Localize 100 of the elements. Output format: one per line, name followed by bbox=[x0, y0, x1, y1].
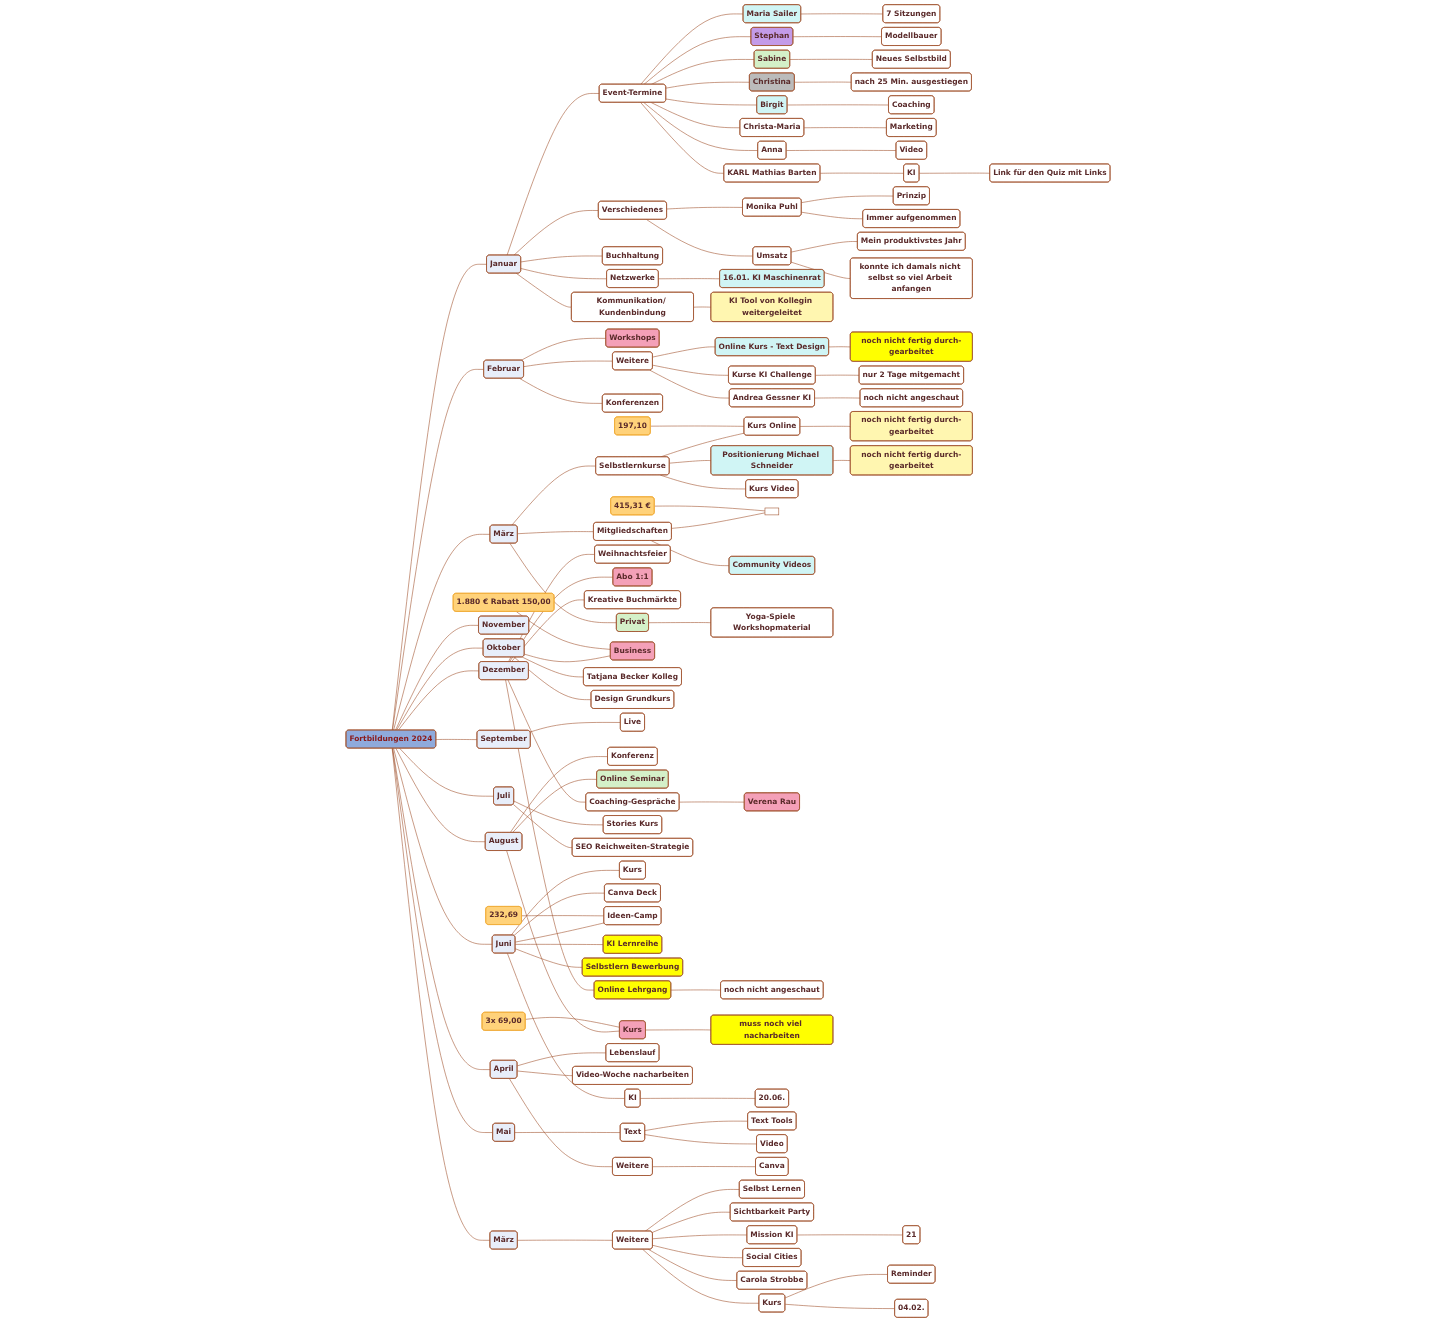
connector bbox=[505, 679, 595, 991]
connector bbox=[520, 268, 608, 280]
connector bbox=[679, 801, 745, 803]
connector bbox=[650, 425, 745, 427]
connector bbox=[523, 360, 613, 367]
connector bbox=[520, 255, 603, 263]
connector bbox=[660, 474, 747, 490]
connector bbox=[820, 172, 905, 174]
node-box bbox=[764, 507, 780, 516]
connector bbox=[396, 647, 484, 731]
connector bbox=[391, 748, 491, 1241]
connector bbox=[666, 207, 744, 210]
connector bbox=[650, 102, 741, 129]
connector bbox=[643, 102, 759, 151]
connector bbox=[509, 543, 617, 623]
connector bbox=[393, 534, 491, 731]
connector bbox=[658, 278, 721, 280]
connector bbox=[399, 748, 495, 797]
connector bbox=[801, 211, 864, 220]
connector bbox=[787, 104, 890, 106]
connector bbox=[506, 93, 600, 256]
connector bbox=[828, 346, 851, 348]
connector bbox=[799, 425, 851, 427]
connector bbox=[510, 870, 620, 936]
connector bbox=[516, 611, 611, 650]
connector bbox=[646, 219, 754, 257]
connector bbox=[644, 1134, 758, 1145]
connector bbox=[784, 1274, 889, 1299]
connector bbox=[665, 81, 750, 89]
connector bbox=[791, 241, 858, 253]
connector bbox=[509, 756, 609, 833]
connector bbox=[517, 1052, 607, 1067]
connector bbox=[640, 1097, 756, 1099]
connector bbox=[642, 1249, 760, 1304]
connector bbox=[392, 748, 491, 1070]
connector bbox=[648, 622, 712, 623]
connector bbox=[511, 465, 597, 526]
connector bbox=[832, 460, 851, 461]
connector bbox=[815, 374, 860, 376]
connector bbox=[509, 1078, 613, 1167]
connector bbox=[651, 1211, 731, 1233]
connector bbox=[515, 944, 604, 945]
connector bbox=[515, 948, 583, 968]
connector bbox=[393, 748, 493, 945]
connector bbox=[516, 273, 572, 308]
connector bbox=[640, 102, 725, 174]
connector bbox=[512, 804, 573, 848]
connector bbox=[392, 369, 485, 731]
connector bbox=[648, 1249, 738, 1281]
connector bbox=[693, 306, 712, 308]
connector bbox=[803, 127, 887, 129]
connector bbox=[665, 98, 758, 106]
connector bbox=[391, 264, 488, 731]
connector bbox=[515, 922, 605, 943]
connector bbox=[507, 953, 626, 1099]
connector bbox=[519, 378, 603, 404]
connector bbox=[652, 1245, 744, 1259]
connector bbox=[392, 748, 494, 1133]
connector bbox=[507, 679, 587, 803]
connector bbox=[513, 892, 605, 936]
connector bbox=[525, 1017, 620, 1028]
connector bbox=[517, 1239, 613, 1241]
connector bbox=[786, 150, 897, 151]
connector bbox=[395, 625, 480, 731]
connector bbox=[395, 748, 486, 843]
connector bbox=[796, 1234, 904, 1236]
connector bbox=[517, 531, 594, 534]
connector bbox=[645, 1029, 712, 1031]
connector bbox=[814, 397, 861, 399]
connector bbox=[513, 800, 604, 826]
connector bbox=[794, 81, 852, 83]
connector bbox=[506, 850, 620, 1033]
connector bbox=[435, 739, 478, 740]
connector bbox=[520, 338, 607, 361]
connector bbox=[801, 195, 894, 203]
connector bbox=[784, 1304, 896, 1309]
connector bbox=[671, 512, 766, 529]
connector bbox=[511, 599, 585, 663]
connector bbox=[524, 653, 611, 663]
connector bbox=[643, 36, 752, 85]
connector bbox=[640, 13, 744, 85]
connector bbox=[919, 172, 991, 174]
connector bbox=[652, 346, 716, 358]
connector bbox=[669, 460, 712, 464]
connector bbox=[512, 779, 598, 833]
connector bbox=[800, 13, 884, 15]
connector bbox=[514, 656, 592, 700]
connector bbox=[644, 1120, 749, 1131]
connector bbox=[398, 670, 480, 731]
connector bbox=[529, 722, 621, 733]
connector bbox=[517, 1070, 573, 1076]
connector bbox=[792, 36, 883, 37]
connector bbox=[789, 59, 873, 60]
connector bbox=[660, 432, 745, 458]
connector bbox=[649, 369, 730, 399]
connector bbox=[644, 1189, 740, 1232]
connector bbox=[651, 59, 755, 85]
connector bbox=[791, 261, 851, 279]
connector bbox=[651, 540, 730, 566]
connector bbox=[522, 656, 584, 678]
